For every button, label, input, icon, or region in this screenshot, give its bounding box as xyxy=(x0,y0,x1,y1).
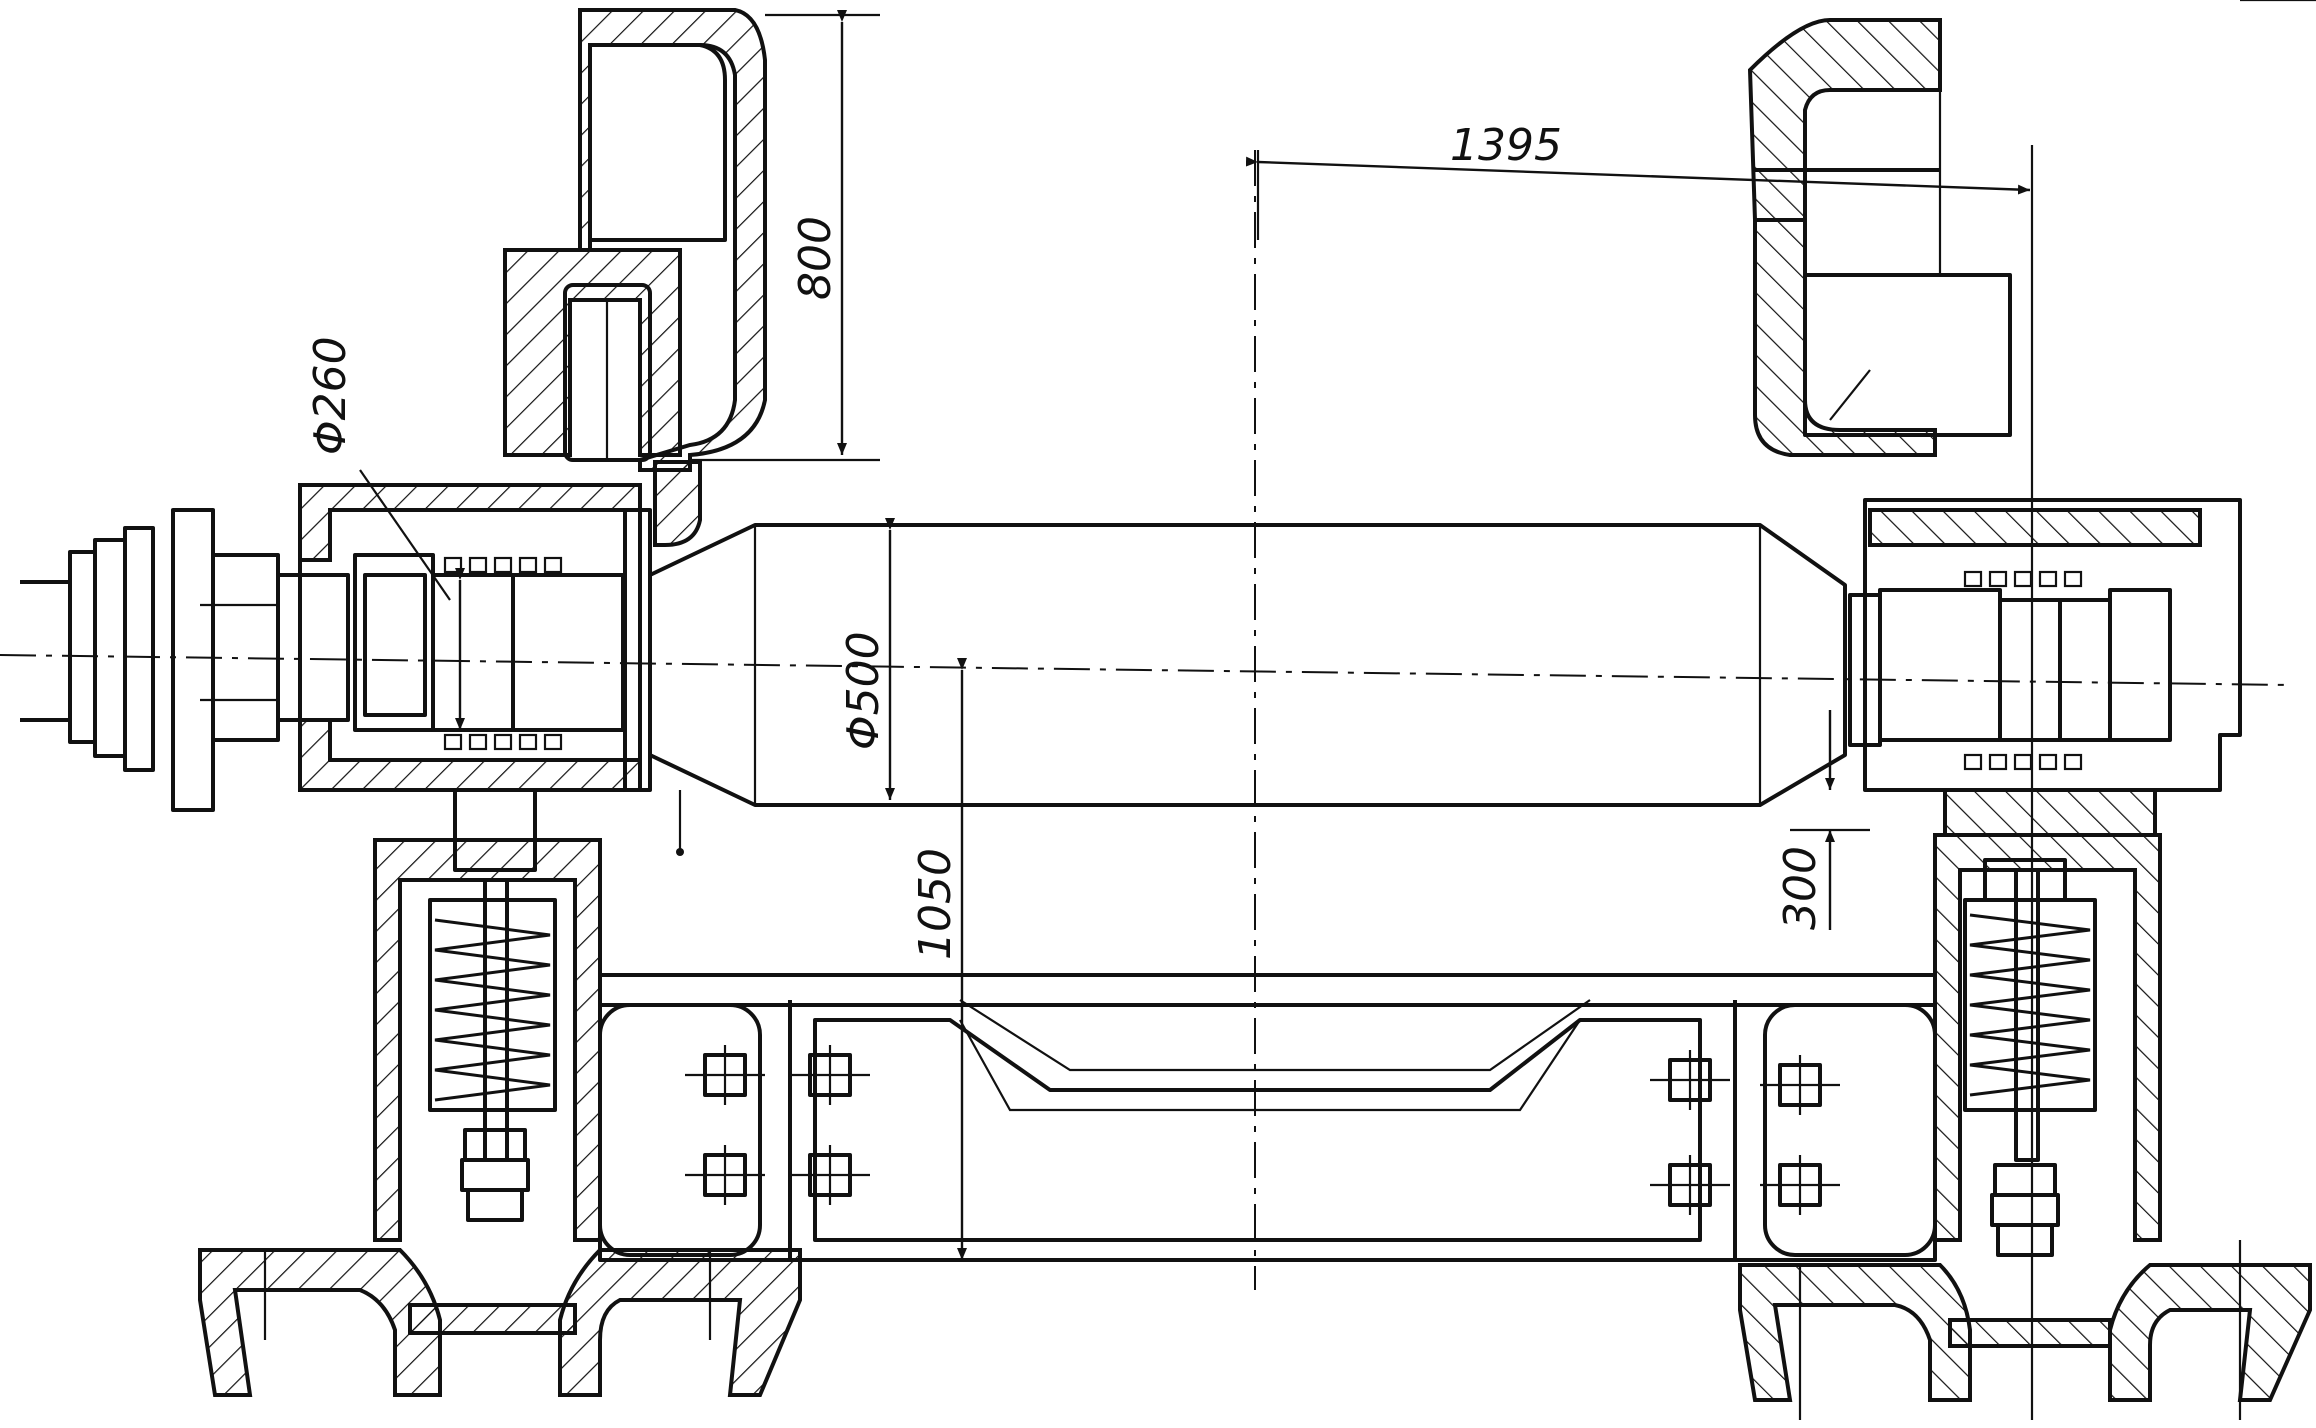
dim-1395: 1395 xyxy=(1245,120,2034,1420)
dim-800: 800 xyxy=(690,10,880,462)
dim-phi260-label: Φ260 xyxy=(305,336,356,455)
bolt xyxy=(1760,1055,1840,1115)
base-frame xyxy=(598,973,1937,1262)
right-spring-column xyxy=(1933,833,2162,1257)
bolt xyxy=(685,1045,765,1105)
bolt xyxy=(1650,1050,1730,1110)
dim-1395-label: 1395 xyxy=(1450,120,1562,171)
bolts xyxy=(685,1045,1840,1215)
dim-phi500: Φ500 xyxy=(838,518,895,800)
left-foot xyxy=(198,1248,802,1397)
dim-1050: 1050 xyxy=(910,658,967,1260)
bolt xyxy=(790,1045,870,1105)
dim-300: 300 xyxy=(1775,710,1870,930)
right-bearing-chock xyxy=(1848,498,2242,837)
right-upper-frame xyxy=(1747,18,2012,457)
roll-barrel xyxy=(648,523,1847,807)
bolt xyxy=(1760,1155,1840,1215)
left-bearing-chock xyxy=(298,483,652,792)
left-spring-column xyxy=(373,788,602,1242)
dim-300-label: 300 xyxy=(1775,846,1826,930)
bolt xyxy=(685,1145,765,1205)
left-upper-frame xyxy=(503,8,767,547)
dim-phi500-label: Φ500 xyxy=(838,631,889,750)
right-foot xyxy=(1738,1240,2312,1420)
right-spring xyxy=(1969,913,2091,1097)
bolt xyxy=(790,1145,870,1205)
dim-phi260: Φ260 xyxy=(305,336,465,730)
dim-800-label: 800 xyxy=(790,216,841,300)
bolt xyxy=(1650,1155,1730,1215)
left-rollers xyxy=(443,556,563,751)
main-axis-centerline xyxy=(0,654,2291,686)
dim-1050-label: 1050 xyxy=(910,848,961,960)
left-spring xyxy=(434,918,551,1102)
